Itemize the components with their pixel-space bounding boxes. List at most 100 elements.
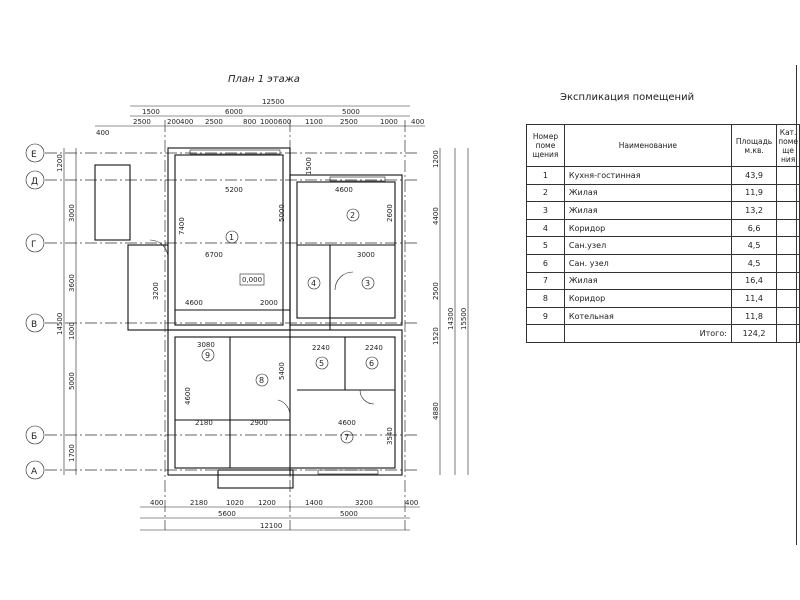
table-total-row: Итого:124,2 [526,324,800,343]
dim-label: 6700 [205,251,223,259]
axis-label: Б [31,432,37,442]
room-number: 8 [259,376,264,385]
cell-category [776,289,800,308]
dim-label: 1000 [380,118,398,126]
dim-label: 200 [167,118,180,126]
window [189,149,281,155]
cell-area: 4,5 [730,236,778,255]
dim-label: 1200 [432,150,440,168]
door-swing [149,239,169,259]
axis-label: В [31,320,37,330]
cell-number: 4 [526,218,565,238]
room-number: 7 [344,433,349,442]
dim-label: 4400 [432,207,440,225]
axis-label: Г [31,240,37,250]
cell-area: 4,5 [730,253,778,273]
room-number: 1 [229,233,234,242]
table-header-row: Номер поме щения Наименование Площадь м.… [526,124,800,167]
dim-label: 3080 [197,341,215,349]
dim-label: 15500 [460,308,468,330]
cell-number: 9 [526,306,565,326]
cell-category [776,183,800,203]
window [329,176,386,182]
dim-label: 1400 [305,499,323,507]
dim-label: 5400 [278,362,286,380]
dim-label: 400 [96,129,109,137]
header-category: Кат. поме ще ния [776,124,800,167]
dim-label: 2180 [195,419,213,427]
dim-label: 5000 [278,204,286,222]
dim-label: 2180 [190,499,208,507]
dim-label: 2240 [365,344,383,352]
left-dimensions: 1200 3000 3600 1000 5000 1700 14500 [56,148,77,475]
cell-number: 5 [526,236,565,255]
room-number: 2 [350,211,355,220]
header-area: Площадь м.кв. [730,124,778,167]
dim-label: 800 [243,118,256,126]
room-number: 3 [365,279,370,288]
door-swing [359,389,375,405]
cell-area: 16,4 [730,271,778,291]
dim-label: 400 [180,118,193,126]
dim-label: 5000 [342,108,360,116]
dim-label: 1200 [56,154,64,172]
room-markers: 1 2 3 4 5 6 7 8 9 0,000 [201,208,379,444]
header-number: Номер поме щения [526,124,565,167]
cell-name: Коридор [563,289,732,308]
header-name: Наименование [563,124,732,167]
dim-label: 1700 [68,444,76,462]
cell-name: Жилая [563,201,732,220]
explication-table: Номер поме щения Наименование Площадь м.… [526,124,800,343]
cell-empty [526,324,565,343]
cell-category [776,253,800,273]
cell-number: 7 [526,271,565,291]
room-number: 4 [311,279,316,288]
room-number: 6 [369,359,374,368]
cell-area: 11,4 [730,289,778,308]
dim-label: 4880 [432,402,440,420]
cell-category [776,324,800,343]
walls [94,147,403,489]
dim-label: 1520 [432,327,440,345]
dim-label: 1100 [305,118,323,126]
total-label: Итого: [563,324,732,343]
dim-label: 1000 [260,118,278,126]
dim-label: 3200 [152,282,160,300]
dim-label: 7400 [178,217,186,235]
plan-title: План 1 этажа [228,74,300,85]
room-number: 9 [205,351,210,360]
dim-label: 400 [411,118,424,126]
cell-category [776,201,800,220]
dim-label: 400 [405,499,418,507]
cell-number: 1 [526,166,565,185]
cell-name: Жилая [563,183,732,203]
dim-label: 2600 [386,204,394,222]
dim-label: 3600 [68,274,76,292]
cell-name: Сан.узел [563,236,732,255]
dim-label: 2500 [205,118,223,126]
bottom-dimensions: 400 2180 1020 1200 1400 3200 400 5600 50… [140,499,420,531]
axis-label: А [31,467,38,477]
dim-label: 1000 [68,322,76,340]
cell-category [776,271,800,291]
window [317,469,379,475]
dim-label: 14500 [56,313,64,335]
cell-area: 13,2 [730,201,778,220]
dim-label: 2500 [432,282,440,300]
cell-name: Котельная [563,306,732,326]
cell-category [776,218,800,238]
dim-label: 4600 [185,299,203,307]
cell-category [776,166,800,185]
dim-label: 3000 [357,251,375,259]
dim-label: 5000 [340,510,358,518]
dim-label: 3540 [386,427,394,445]
dim-label: 2500 [133,118,151,126]
axis-label: Д [31,177,38,187]
